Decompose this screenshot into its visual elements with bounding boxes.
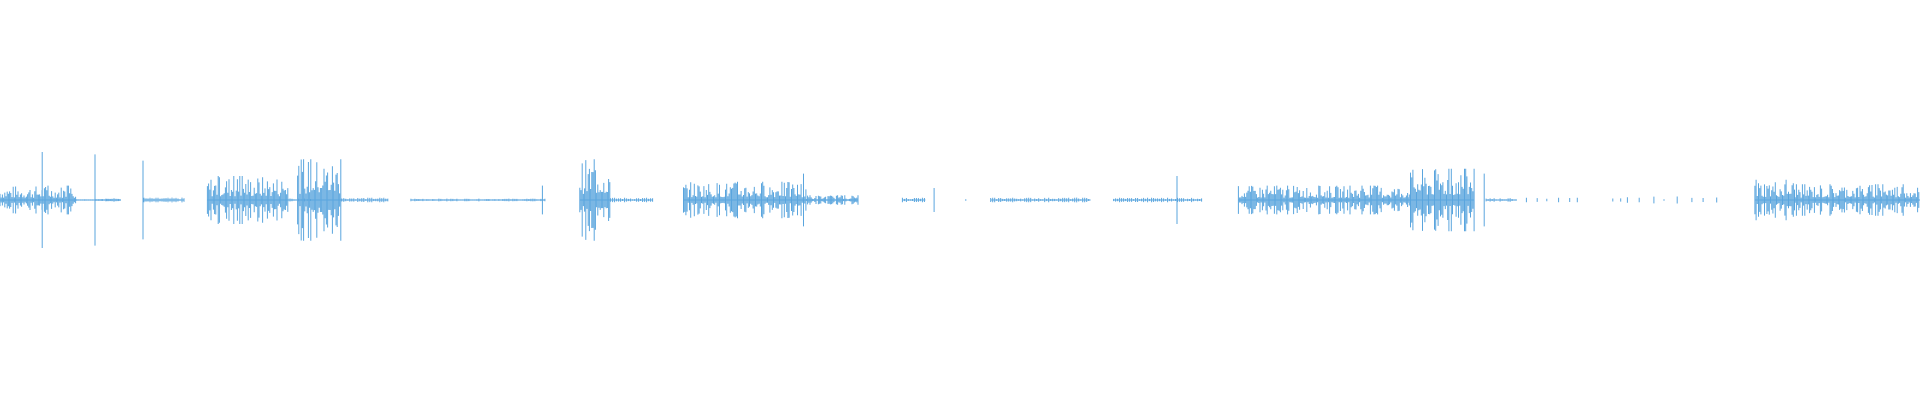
waveform-trace — [143, 197, 185, 203]
waveform-trace — [341, 197, 389, 203]
waveform-trace — [1485, 198, 1517, 202]
waveform-trace — [1754, 179, 1796, 221]
waveform-segment — [1525, 197, 1578, 203]
waveform-trace — [1612, 196, 1718, 204]
waveform-segment — [143, 197, 185, 203]
waveform-trace — [579, 159, 611, 241]
waveform-segment — [805, 195, 859, 205]
waveform-trace — [410, 198, 546, 202]
waveform-segment — [0, 185, 77, 215]
waveform-segment — [579, 159, 611, 241]
waveform-segment — [206, 176, 289, 224]
waveform-segment — [297, 159, 342, 241]
waveform-segment — [341, 197, 389, 203]
waveform-trace — [1525, 197, 1578, 203]
waveform-trace — [297, 159, 342, 241]
waveform-trace — [206, 176, 289, 224]
waveform-segment — [901, 197, 926, 203]
waveform-trace — [805, 195, 859, 205]
waveform-trace — [95, 198, 121, 202]
waveform-trace — [610, 197, 654, 203]
waveform-segment — [1485, 198, 1517, 202]
waveform-trace — [901, 197, 926, 203]
waveform-segment — [990, 197, 1091, 203]
waveform-trace — [0, 185, 77, 215]
waveform-trace — [1113, 197, 1203, 203]
waveform-trace — [1794, 184, 1920, 216]
waveform-trace — [1408, 168, 1475, 232]
waveform-trace — [683, 181, 807, 219]
waveform-segment — [1612, 196, 1718, 204]
waveform-segment — [1754, 179, 1796, 221]
waveform-segment — [610, 197, 654, 203]
waveform-segment — [1408, 168, 1475, 232]
waveform-segment — [410, 198, 546, 202]
waveform-trace — [990, 197, 1091, 203]
waveform-segment — [1794, 184, 1920, 216]
waveform-segment — [1237, 185, 1410, 215]
waveform-segment — [1113, 197, 1203, 203]
waveform-segment — [683, 181, 807, 219]
waveform-trace — [1237, 185, 1410, 215]
waveform-segment — [95, 198, 121, 202]
